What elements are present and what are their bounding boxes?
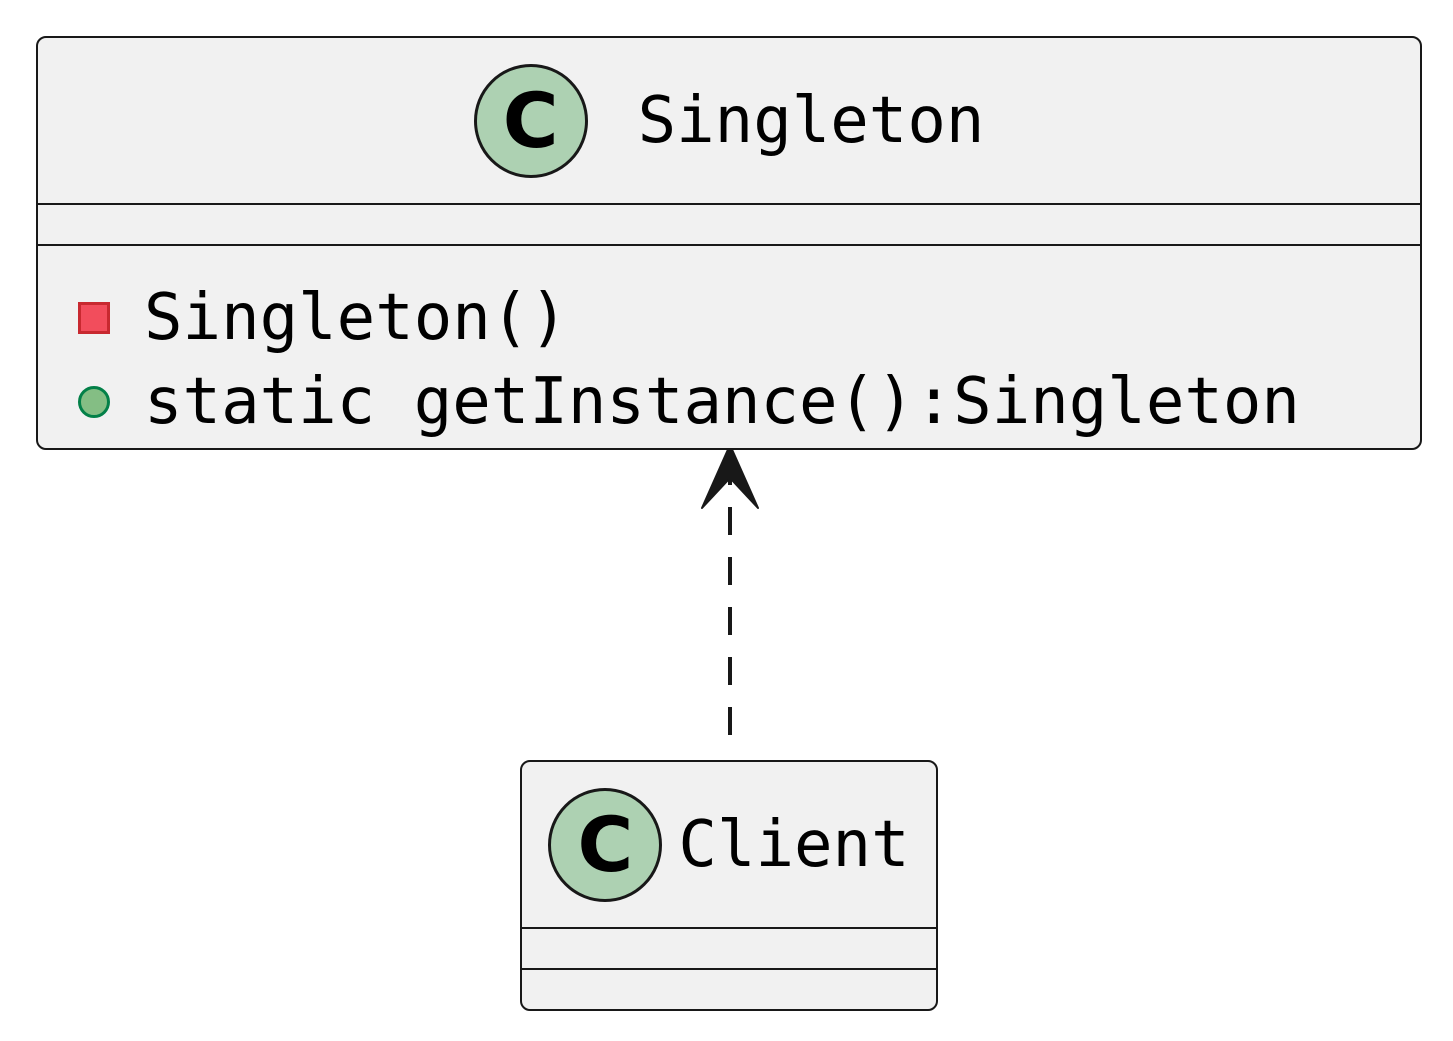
method-item: static getInstance():Singleton	[78, 360, 1300, 444]
class-header: C Singleton	[38, 38, 1420, 204]
attributes-separator	[38, 203, 1420, 205]
class-header: C Client	[522, 762, 936, 928]
class-stereotype-icon: C	[548, 788, 663, 902]
methods-separator	[38, 244, 1420, 246]
method-signature: static getInstance():Singleton	[144, 365, 1300, 439]
method-item: Singleton()	[78, 276, 1300, 360]
class-stereotype-icon: C	[473, 64, 588, 178]
class-name: Singleton	[637, 84, 985, 158]
class-singleton[interactable]: C Singleton Singleton() static getInstan…	[36, 36, 1422, 450]
method-signature: Singleton()	[144, 281, 568, 355]
private-visibility-icon	[78, 302, 110, 334]
public-visibility-icon	[78, 386, 110, 418]
attributes-separator	[522, 927, 936, 929]
dependency-arrowhead	[701, 444, 759, 509]
class-name: Client	[678, 808, 910, 882]
class-client[interactable]: C Client	[520, 760, 938, 1011]
methods-separator	[522, 968, 936, 970]
method-list: Singleton() static getInstance():Singlet…	[78, 276, 1300, 444]
